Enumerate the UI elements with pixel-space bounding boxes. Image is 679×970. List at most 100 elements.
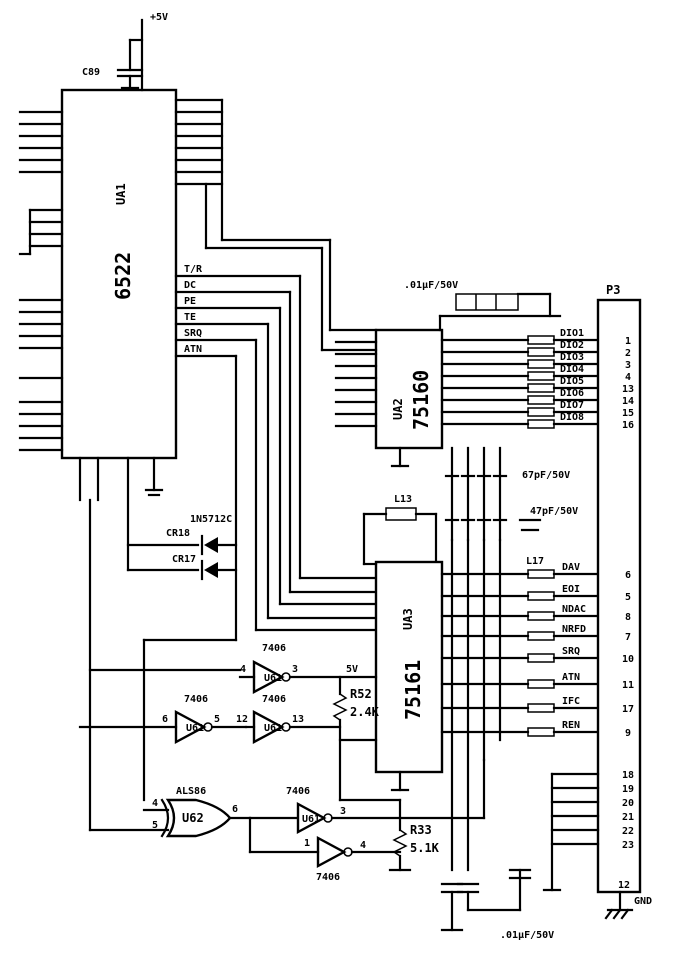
svg-text:19: 19 <box>622 784 634 795</box>
sig-ren: REN <box>562 720 580 731</box>
svg-text:8: 8 <box>625 612 631 623</box>
p3-label: P3 <box>606 283 620 297</box>
vcc-label: +5V <box>150 12 168 23</box>
ferrite-4 <box>527 371 555 381</box>
cap-label-bottom: .01μF/50V <box>500 930 554 941</box>
ua2-outputs: DIO1 DIO2 DIO3 DIO4 DIO5 DIO6 DIO7 DIO8 <box>440 328 600 429</box>
svg-text:17: 17 <box>622 704 634 715</box>
pb-label-te: TE <box>184 312 196 323</box>
r33: R33 5.1K <box>388 758 486 872</box>
svg-text:4: 4 <box>240 664 246 675</box>
svg-text:U61: U61 <box>264 723 282 734</box>
svg-text:18: 18 <box>622 770 634 781</box>
cr17-label: CR17 <box>172 554 196 565</box>
cap-label-47pf: 47pF/50V <box>530 506 578 517</box>
ua3-chip: UA3 75161 <box>374 560 444 792</box>
p3-gnd-label: GND <box>634 896 652 907</box>
svg-text:3: 3 <box>292 664 298 675</box>
gate-g5: 7406 1 4 <box>248 835 402 883</box>
ferrite-1 <box>527 335 555 345</box>
svg-text:16: 16 <box>622 420 634 431</box>
svg-text:9: 9 <box>625 728 631 739</box>
dio-label-3: DIO3 <box>560 352 584 363</box>
ua3-ref-label: UA3 <box>401 608 415 630</box>
ferrite-8 <box>527 419 555 429</box>
ua3-part-label: 75161 <box>401 660 425 720</box>
cap-c89-label: C89 <box>82 67 100 78</box>
svg-text:7: 7 <box>625 632 631 643</box>
svg-text:5: 5 <box>625 592 631 603</box>
svg-text:5V: 5V <box>346 664 358 675</box>
svg-text:15: 15 <box>622 408 634 419</box>
svg-text:12: 12 <box>618 880 630 891</box>
svg-text:14: 14 <box>622 396 634 407</box>
svg-text:U61: U61 <box>264 673 282 684</box>
svg-text:3: 3 <box>340 806 346 817</box>
svg-text:6: 6 <box>232 804 238 815</box>
diode-cr17 <box>204 562 218 578</box>
svg-text:4: 4 <box>152 798 158 809</box>
r52-ref: R52 <box>350 687 372 701</box>
ua1-bottom: 1N5712C CR18 CR17 <box>78 456 242 832</box>
svg-text:22: 22 <box>622 826 634 837</box>
svg-text:4: 4 <box>625 372 631 383</box>
caps-note-top: .01μF/50V <box>404 280 458 291</box>
svg-text:U62: U62 <box>182 811 204 825</box>
dio-label-6: DIO6 <box>560 388 584 399</box>
pb-label-srq: SRQ <box>184 328 202 339</box>
r52: R52 2.4K <box>332 675 380 802</box>
svg-text:U61: U61 <box>186 723 204 734</box>
svg-text:7406: 7406 <box>286 786 310 797</box>
r33-value: 5.1K <box>410 841 440 855</box>
gate-g3: 7406 U61 12 13 <box>236 694 342 745</box>
dio-label-5: DIO5 <box>560 376 584 387</box>
svg-text:12: 12 <box>236 714 248 725</box>
sig-dav: DAV <box>562 562 580 573</box>
cap-bank: 67pF/50V 47pF/50V <box>444 446 578 542</box>
svg-text:3: 3 <box>625 360 631 371</box>
p3-gnd-bus <box>542 772 600 892</box>
ua2-ref-label: UA2 <box>391 398 405 420</box>
ua1-part-label: 6522 <box>111 252 135 300</box>
svg-text:7406: 7406 <box>184 694 208 705</box>
ferrite-3 <box>527 359 555 369</box>
ferrite-7 <box>527 407 555 417</box>
sig-ifc: IFC <box>562 696 580 707</box>
svg-text:6: 6 <box>162 714 168 725</box>
pb-label-pe: PE <box>184 296 196 307</box>
p3-connector: P3 1 2 3 4 13 14 15 16 6 5 8 7 10 11 17 … <box>596 283 652 920</box>
svg-text:7406: 7406 <box>262 643 286 654</box>
gate-g2: 7406 U61 6 5 <box>78 694 248 745</box>
misc-wires <box>338 512 378 742</box>
l17-label: L17 <box>526 556 544 567</box>
diode-cr18 <box>204 537 218 553</box>
svg-text:10: 10 <box>622 654 634 665</box>
pb-label-dc: DC <box>184 280 196 291</box>
r52-value: 2.4K <box>350 705 380 719</box>
svg-text:23: 23 <box>622 840 634 851</box>
svg-text:1: 1 <box>625 336 631 347</box>
svg-text:5: 5 <box>152 820 158 831</box>
sig-eoi: EOI <box>562 584 580 595</box>
cr18-label: CR18 <box>166 528 190 539</box>
svg-text:2: 2 <box>625 348 631 359</box>
bottom-caps: .01μF/50V <box>440 868 554 941</box>
svg-text:7406: 7406 <box>262 694 286 705</box>
gate-g4: 7406 U61 3 <box>286 786 402 835</box>
dio-label-1: DIO1 <box>560 328 584 339</box>
dio-label-2: DIO2 <box>560 340 584 351</box>
pb-label-tr: T/R <box>184 264 203 275</box>
sig-nrfd: NRFD <box>562 624 586 635</box>
cap-label-67pf: 67pF/50V <box>522 470 570 481</box>
svg-text:21: 21 <box>622 812 634 823</box>
xor-u62: ALS86 U62 4 5 6 <box>88 786 300 854</box>
svg-text:13: 13 <box>622 384 634 395</box>
ferrite-2 <box>527 347 555 357</box>
l13: L13 <box>362 494 438 562</box>
dio-label-8: DIO8 <box>560 412 584 423</box>
sig-ndac: NDAC <box>562 604 586 615</box>
resistor-pack-top: .01μF/50V <box>404 280 562 332</box>
svg-text:7406: 7406 <box>316 872 340 883</box>
ua1-left-pins <box>18 110 64 452</box>
